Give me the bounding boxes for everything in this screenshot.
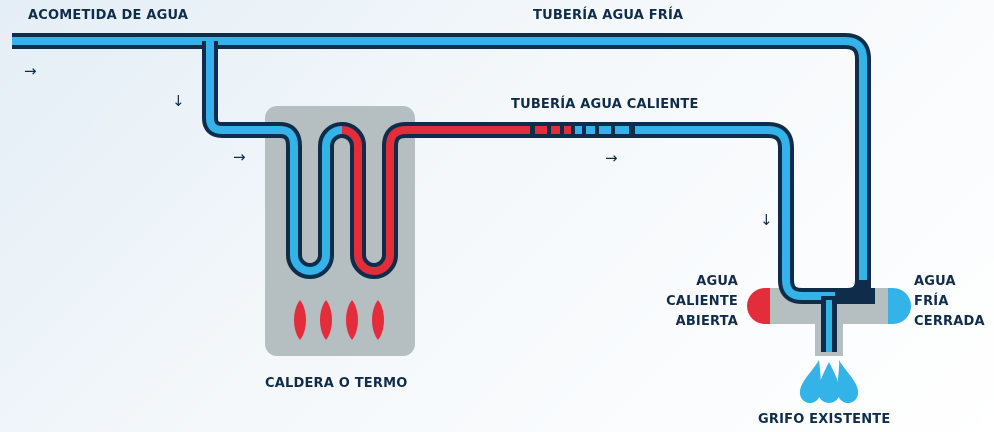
flame-icon [294,300,384,340]
label-tuberia-agua-caliente: TUBERÍA AGUA CALIENTE [511,97,699,112]
boiler-coil-outline [341,122,500,279]
label-agua-caliente-abierta-line3: ABIERTA [675,314,738,329]
flame-icon [320,300,332,340]
arrow-down-icon: ↓ [760,211,773,229]
label-agua-fria-cerrada: AGUA FRÍA CERRADA [914,272,985,332]
cold-tap-elbow [835,279,871,304]
label-caldera: CALDERA O TERMO [265,376,408,391]
flame-icon [372,300,384,340]
label-agua-caliente-abierta-line2: CALIENTE [666,294,738,309]
label-agua-caliente-abierta-line1: AGUA [696,274,738,289]
flame-icon [346,300,358,340]
cold-water-main-pipe-outline [12,33,871,297]
arrow-right-icon: → [233,148,246,166]
flame-icon [294,300,306,340]
boiler-coil-hot [341,126,500,275]
label-agua-fria-cerrada-line1: AGUA [914,274,956,289]
label-acometida: ACOMETIDA DE AGUA [28,8,189,23]
boiler-feed-pipe [206,41,362,275]
arrow-right-icon: → [24,62,37,80]
label-agua-fria-cerrada-line2: FRÍA [914,294,949,309]
label-tuberia-agua-fria: TUBERÍA AGUA FRÍA [533,8,684,23]
arrow-right-icon: → [605,149,618,167]
temperature-transition [500,126,635,134]
boiler-body [265,106,415,356]
label-agua-caliente-abierta: AGUA CALIENTE ABIERTA [658,272,738,332]
hot-valve-handle[interactable] [747,288,770,324]
label-grifo: GRIFO EXISTENTE [758,412,891,427]
water-drop-icon [837,360,859,404]
arrow-down-icon: ↓ [172,92,185,110]
water-drop-icon [799,360,821,404]
cold-valve-handle[interactable] [888,288,911,324]
water-drop-icon [799,360,859,404]
cold-water-main-pipe [12,37,867,297]
water-drop-icon [818,362,840,403]
label-agua-fria-cerrada-line3: CERRADA [914,314,985,329]
hot-water-pipe-fill [500,126,855,300]
